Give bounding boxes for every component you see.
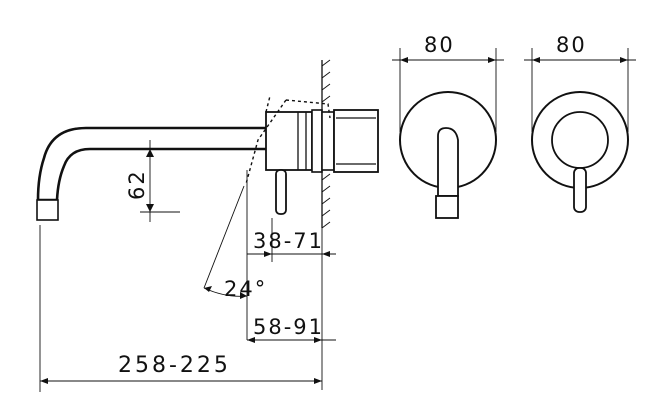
mixer-body — [265, 109, 379, 173]
spout-drop-label: 62 — [125, 169, 149, 200]
angle-label: 24° — [224, 277, 267, 301]
front-width-right-label: 80 — [556, 33, 587, 57]
spout — [36, 126, 266, 221]
dimension-plate-depth: 58-91 — [247, 262, 336, 390]
front-view-lever: 80 — [392, 33, 504, 219]
spout-length-label: 258-225 — [118, 353, 231, 378]
handle-rotation-outline — [245, 95, 331, 185]
angle-construction: 24° — [203, 170, 267, 340]
front-width-left-label: 80 — [424, 33, 455, 57]
front-view-knob: 80 — [524, 33, 636, 213]
dimension-spout-length: 258-225 — [39, 225, 322, 392]
side-view: 24° 62 38-71 58-91 — [36, 59, 379, 392]
dimension-spout-drop: 62 — [125, 140, 266, 222]
spout-aerator — [36, 199, 59, 221]
lever-handle — [275, 169, 287, 215]
plate-depth-label: 58-91 — [253, 315, 324, 339]
mixer-depth-label: 38-71 — [253, 229, 324, 253]
dimension-mixer-depth: 38-71 — [247, 218, 336, 262]
